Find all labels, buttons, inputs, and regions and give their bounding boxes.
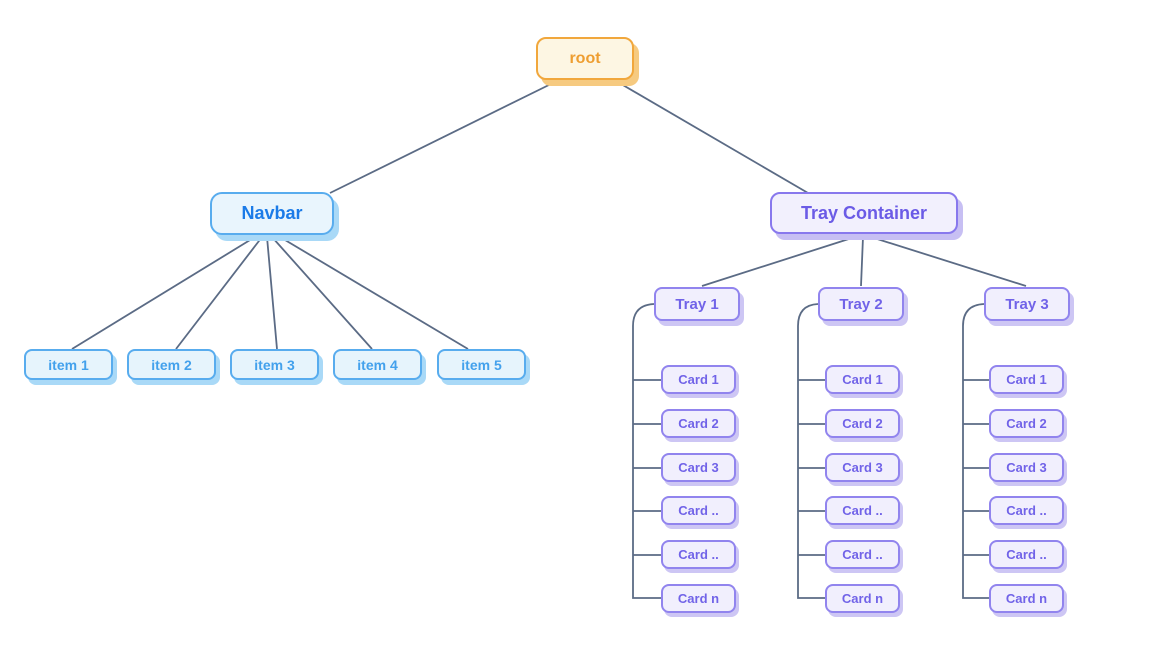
node-item-5[interactable]: item 5: [437, 349, 526, 380]
node-tray-2[interactable]: Tray 2: [818, 287, 904, 321]
node-root[interactable]: root: [536, 37, 634, 80]
node-tray1-card-4[interactable]: Card ..: [661, 496, 736, 525]
node-tray3-card-3[interactable]: Card 3: [989, 453, 1064, 482]
node-item-4[interactable]: item 4: [333, 349, 422, 380]
node-tray-container[interactable]: Tray Container: [770, 192, 958, 234]
edges-tray3-to-cards: [962, 303, 989, 599]
node-tray3-card-n[interactable]: Card n: [989, 584, 1064, 613]
node-tray-1[interactable]: Tray 1: [654, 287, 740, 321]
node-tray1-card-1[interactable]: Card 1: [661, 365, 736, 394]
node-tray1-card-n[interactable]: Card n: [661, 584, 736, 613]
node-navbar[interactable]: Navbar: [210, 192, 334, 235]
node-tray1-card-3[interactable]: Card 3: [661, 453, 736, 482]
node-tray1-card-5[interactable]: Card ..: [661, 540, 736, 569]
node-tray3-card-2[interactable]: Card 2: [989, 409, 1064, 438]
node-tray2-card-4[interactable]: Card ..: [825, 496, 900, 525]
node-tray3-card-5[interactable]: Card ..: [989, 540, 1064, 569]
node-tray1-card-2[interactable]: Card 2: [661, 409, 736, 438]
edge-root-to-navbar: [329, 80, 558, 194]
node-tray2-card-5[interactable]: Card ..: [825, 540, 900, 569]
edges-navbar-to-items: [71, 236, 469, 350]
node-item-2[interactable]: item 2: [127, 349, 216, 380]
node-tray3-card-1[interactable]: Card 1: [989, 365, 1064, 394]
node-tray-3[interactable]: Tray 3: [984, 287, 1070, 321]
node-item-3[interactable]: item 3: [230, 349, 319, 380]
node-tray3-card-4[interactable]: Card ..: [989, 496, 1064, 525]
edges-tray-container-to-trays: [701, 236, 1027, 287]
edge-root-to-tray-container: [615, 80, 809, 194]
node-tray2-card-2[interactable]: Card 2: [825, 409, 900, 438]
node-tray2-card-n[interactable]: Card n: [825, 584, 900, 613]
node-tray2-card-1[interactable]: Card 1: [825, 365, 900, 394]
edges-tray1-to-cards: [632, 303, 661, 599]
node-item-1[interactable]: item 1: [24, 349, 113, 380]
node-tray2-card-3[interactable]: Card 3: [825, 453, 900, 482]
edges-tray2-to-cards: [797, 303, 825, 599]
